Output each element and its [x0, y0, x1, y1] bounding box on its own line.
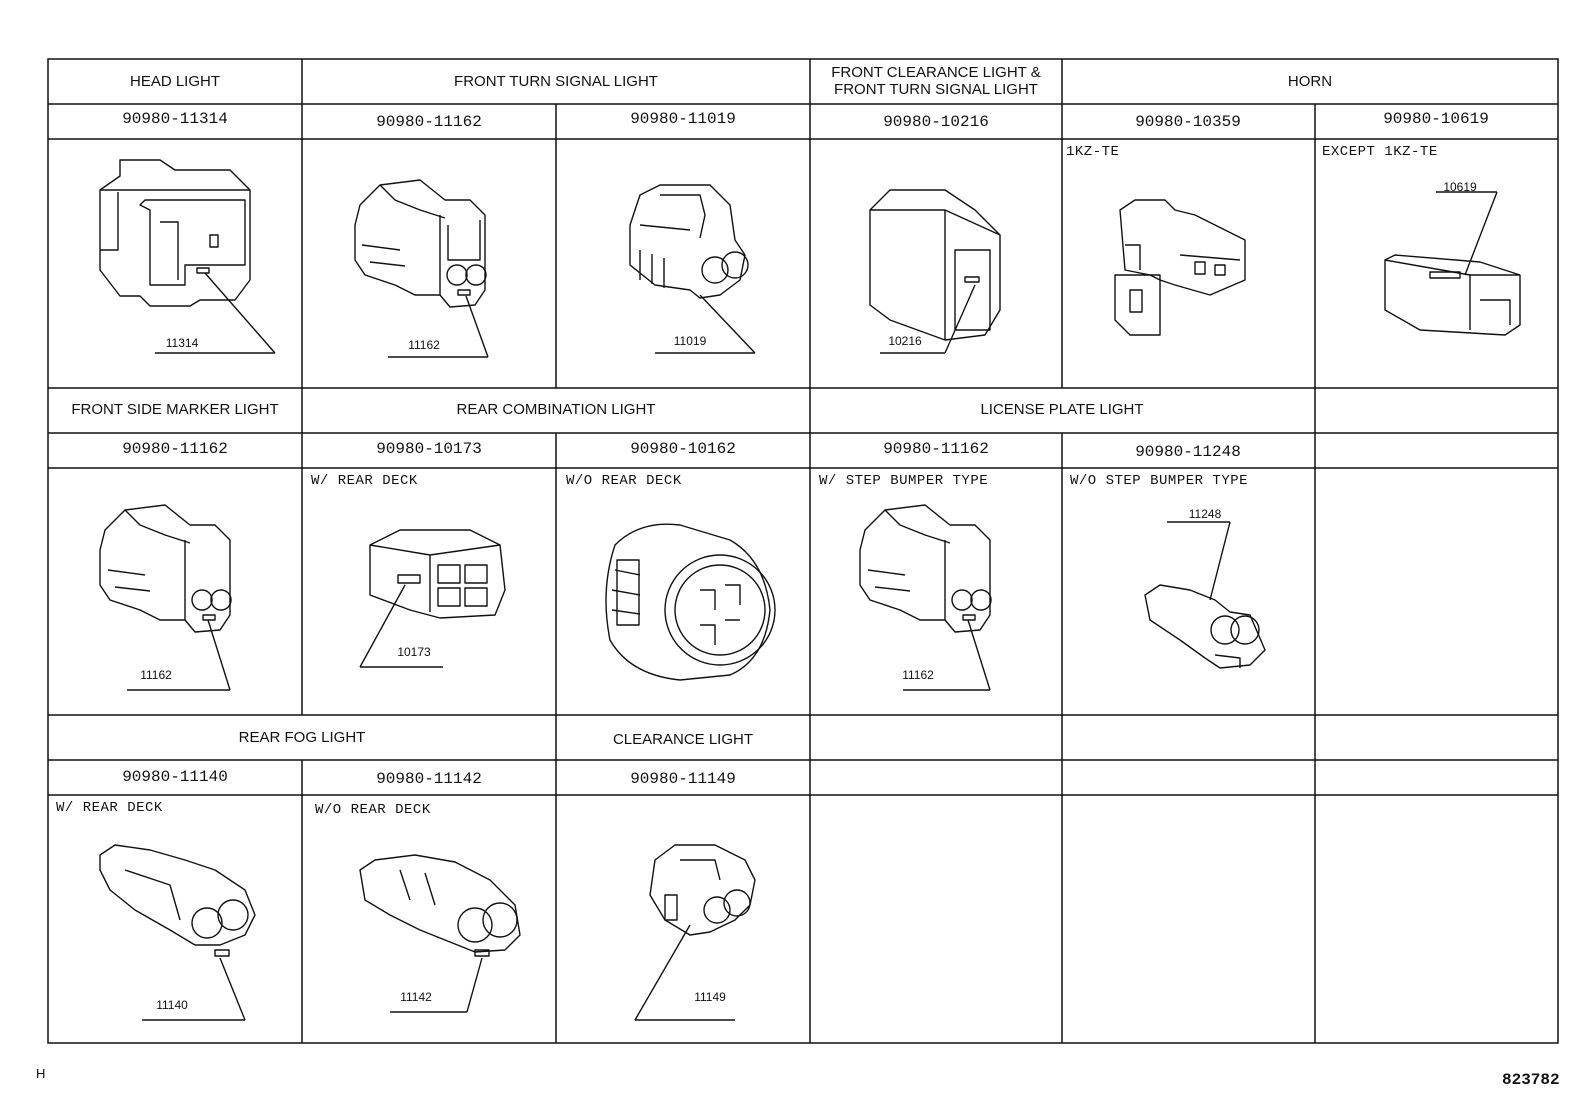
ref-label-10619: 10619: [1443, 180, 1477, 194]
variant-fog-w-rear-deck: W/ REAR DECK: [56, 800, 163, 816]
variant-fog-wo-rear-deck: W/O REAR DECK: [315, 802, 431, 818]
part-number-11162: 90980-11162: [376, 113, 482, 131]
connector-11162-side-marker-illustration: [99, 504, 232, 691]
part-number-10216: 90980-10216: [883, 113, 989, 131]
part-number-11248: 90980-11248: [1135, 443, 1241, 461]
ref-label-11019: 11019: [673, 334, 707, 348]
connector-11019-illustration: [629, 184, 756, 354]
part-number-11140: 90980-11140: [122, 768, 228, 786]
ref-label-11149: 11149: [694, 990, 726, 1004]
part-number-11162: 90980-11162: [883, 440, 989, 458]
connector-10173-illustration: [359, 529, 506, 668]
part-number-11019: 90980-11019: [630, 110, 736, 128]
category-horn: HORN: [1287, 73, 1333, 90]
part-number-11149: 90980-11149: [630, 770, 736, 788]
connector-11314-illustration: [99, 159, 276, 354]
ref-label-11142: 11142: [400, 990, 432, 1004]
part-number-11314: 90980-11314: [122, 110, 228, 128]
part-number-10173: 90980-10173: [376, 440, 482, 458]
connector-11142-illustration: [359, 854, 521, 1013]
part-number-10162: 90980-10162: [630, 440, 736, 458]
figure-code: 823782: [1502, 1071, 1560, 1089]
connector-11140-illustration: [99, 844, 256, 1021]
variant-except-1kz-te: EXCEPT 1KZ-TE: [1322, 144, 1438, 160]
variant-w-rear-deck: W/ REAR DECK: [311, 473, 418, 489]
category-rear-fog-light: REAR FOG LIGHT: [238, 729, 366, 746]
category-front-clearance-and-turn-signal: FRONT CLEARANCE LIGHT & FRONT TURN SIGNA…: [831, 64, 1041, 98]
part-number-10619: 90980-10619: [1383, 110, 1489, 128]
connector-10619-illustration: [1384, 191, 1521, 336]
variant-wo-step-bumper: W/O STEP BUMPER TYPE: [1070, 473, 1249, 489]
category-front-side-marker-light: FRONT SIDE MARKER LIGHT: [71, 401, 279, 418]
connector-10216-illustration: [869, 189, 1001, 354]
category-rear-combination-light: REAR COMBINATION LIGHT: [456, 401, 656, 418]
connector-11248-illustration: [1144, 521, 1266, 669]
connector-10162-illustration: [605, 523, 776, 681]
ref-label-10173: 10173: [397, 645, 431, 659]
ref-label-11162: 11162: [408, 338, 440, 352]
part-number-11142: 90980-11142: [376, 770, 482, 788]
variant-1kz-te: 1KZ-TE: [1066, 144, 1120, 160]
ref-label-11162-license: 11162: [902, 668, 934, 682]
variant-wo-rear-deck: W/O REAR DECK: [566, 473, 682, 489]
category-front-turn-signal-light: FRONT TURN SIGNAL LIGHT: [454, 73, 658, 90]
ref-label-11162-side: 11162: [140, 668, 172, 682]
ref-label-10216: 10216: [888, 334, 922, 348]
part-number-11162: 90980-11162: [122, 440, 228, 458]
connector-11162-license-illustration: [859, 504, 992, 691]
connector-10359-illustration: [1114, 199, 1246, 336]
ref-label-11248: 11248: [1188, 507, 1222, 521]
part-number-10359: 90980-10359: [1135, 113, 1241, 131]
category-head-light: HEAD LIGHT: [129, 73, 221, 90]
connector-11162-illustration: [354, 179, 489, 358]
connector-11149-illustration: [634, 844, 756, 1021]
variant-w-step-bumper: W/ STEP BUMPER TYPE: [819, 473, 989, 489]
category-license-plate-light: LICENSE PLATE LIGHT: [980, 401, 1144, 418]
ref-label-11140: 11140: [156, 998, 188, 1012]
footer-section-letter: H: [36, 1066, 46, 1081]
category-clearance-light: CLEARANCE LIGHT: [612, 731, 754, 748]
ref-label-11314: 11314: [165, 336, 199, 350]
